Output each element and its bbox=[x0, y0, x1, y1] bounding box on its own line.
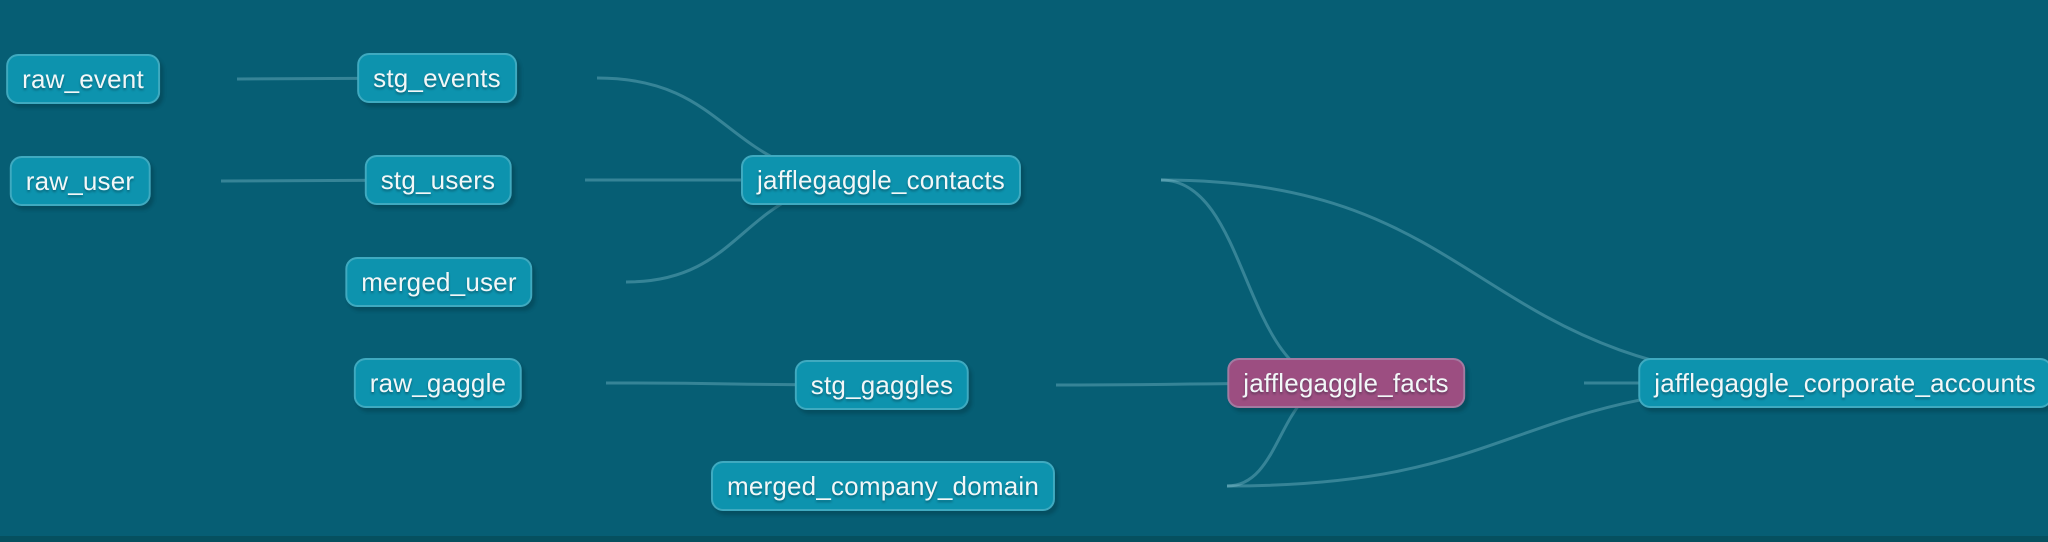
graph-node-stg_users[interactable]: stg_users bbox=[364, 155, 512, 205]
graph-node-jafflegaggle_facts[interactable]: jafflegaggle_facts bbox=[1227, 358, 1465, 408]
graph-node-stg_events[interactable]: stg_events bbox=[357, 53, 517, 103]
graph-node-raw_gaggle[interactable]: raw_gaggle bbox=[353, 358, 523, 408]
graph-node-stg_gaggles[interactable]: stg_gaggles bbox=[794, 360, 970, 410]
edge-jafflegaggle_contacts-to-jafflegaggle_corporate_accounts bbox=[1160, 178, 1840, 391]
graph-node-jafflegaggle_corporate_accounts[interactable]: jafflegaggle_corporate_accounts bbox=[1638, 358, 2048, 408]
graph-node-raw_user[interactable]: raw_user bbox=[9, 156, 151, 206]
edge-jafflegaggle_contacts-to-jafflegaggle_facts bbox=[1160, 178, 1341, 391]
graph-node-merged_user[interactable]: merged_user bbox=[345, 257, 533, 307]
graph-node-merged_company_domain[interactable]: merged_company_domain bbox=[710, 461, 1056, 511]
graph-node-jafflegaggle_contacts[interactable]: jafflegaggle_contacts bbox=[740, 155, 1022, 205]
bottom-strip bbox=[0, 536, 2048, 542]
graph-node-raw_event[interactable]: raw_event bbox=[6, 54, 160, 104]
